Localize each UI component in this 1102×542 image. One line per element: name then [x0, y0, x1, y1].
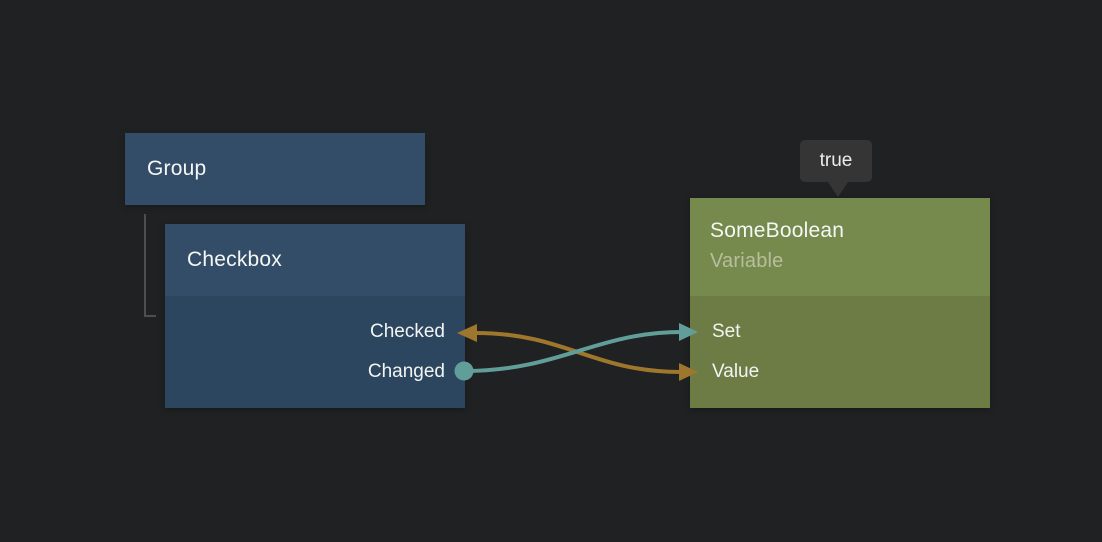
- node-checkbox-title: Checkbox: [187, 248, 282, 271]
- wire-source-dot-changed[interactable]: [454, 361, 474, 381]
- node-group[interactable]: Group: [125, 133, 425, 205]
- port-set-label: Set: [712, 321, 741, 342]
- node-variable-body: Set Value: [690, 296, 990, 408]
- port-set[interactable]: Set: [690, 312, 990, 352]
- wire-arrowhead-into-checked: [457, 324, 477, 342]
- node-group-title: Group: [147, 157, 207, 180]
- node-checkbox-header: Checkbox: [165, 224, 465, 296]
- port-checked[interactable]: Checked: [165, 312, 465, 352]
- node-checkbox-body: Checked Changed: [165, 296, 465, 408]
- port-value[interactable]: Value: [690, 352, 990, 392]
- tooltip-pointer: [828, 182, 848, 197]
- port-value-label: Value: [712, 361, 760, 382]
- variable-value-text: true: [819, 150, 853, 171]
- node-variable-header: SomeBoolean Variable: [690, 198, 990, 296]
- node-variable-someboolean[interactable]: SomeBoolean Variable Set Value: [690, 198, 990, 408]
- wire-changed-to-set[interactable]: [462, 330, 684, 373]
- wire-arrowhead-into-set: [679, 323, 698, 341]
- node-checkbox[interactable]: Checkbox Checked Changed: [165, 224, 465, 408]
- node-variable-title: SomeBoolean: [710, 219, 845, 242]
- node-variable-subtitle: Variable: [710, 250, 784, 272]
- group-child-connector-line: [144, 214, 156, 317]
- port-changed-label: Changed: [367, 361, 445, 382]
- node-group-header: Group: [125, 133, 425, 205]
- wire-arrowhead-into-value: [679, 363, 698, 381]
- variable-value-tooltip: true: [800, 140, 872, 197]
- port-checked-label: Checked: [370, 321, 445, 342]
- port-changed[interactable]: Changed: [165, 352, 465, 392]
